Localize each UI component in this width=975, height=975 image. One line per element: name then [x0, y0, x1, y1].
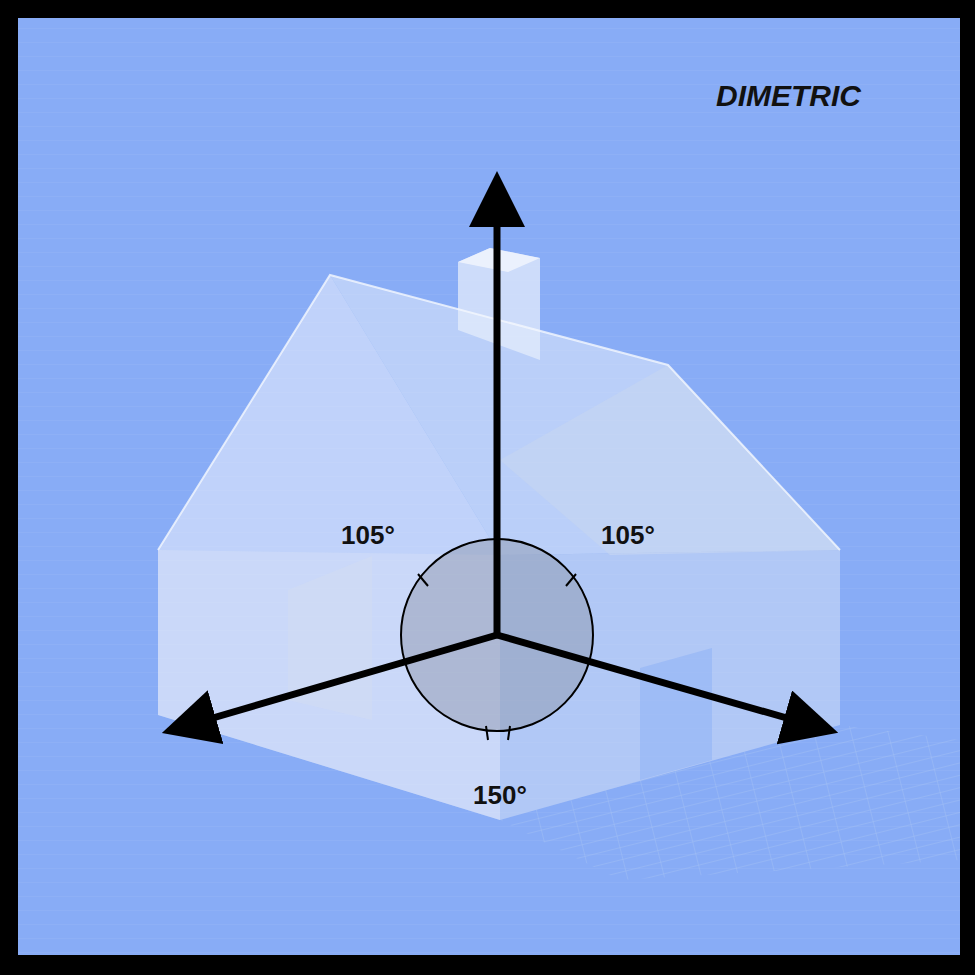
axes: [182, 192, 818, 727]
angle-label: 105°: [601, 520, 655, 551]
diagram-title: DIMETRIC: [716, 79, 861, 113]
angle-label: 105°: [341, 520, 395, 551]
angle-label: 150°: [473, 780, 527, 811]
background: [18, 18, 960, 955]
background-texture: [18, 18, 960, 955]
